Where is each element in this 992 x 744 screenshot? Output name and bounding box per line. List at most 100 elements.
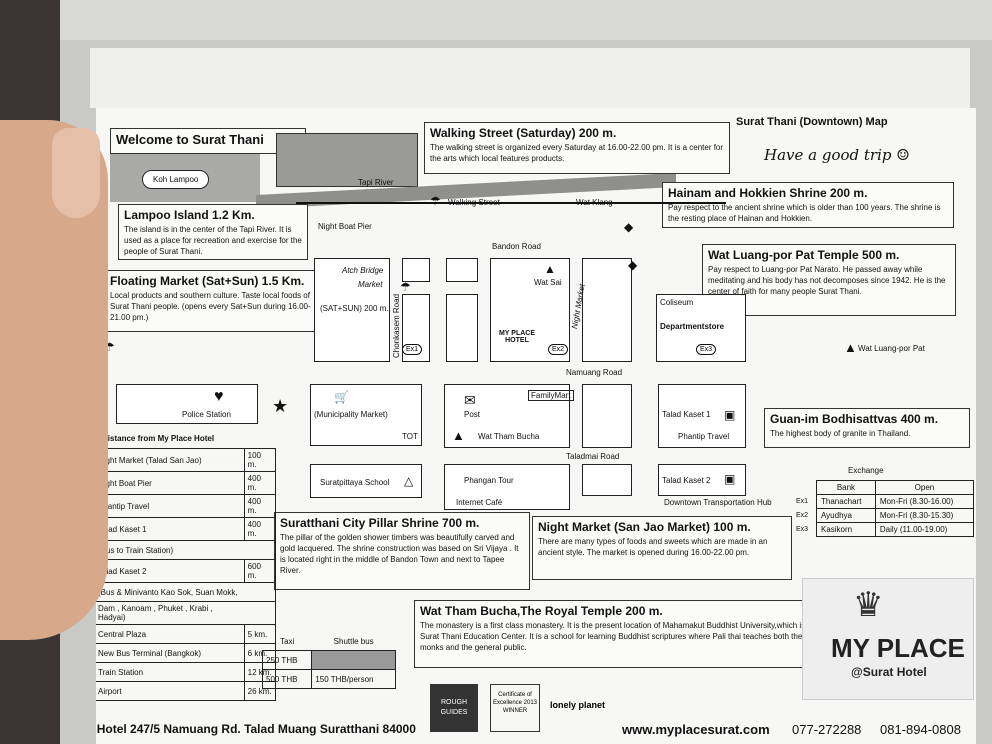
market-label: Market: [358, 280, 383, 289]
dept-store-label: Departmentstore: [660, 322, 725, 331]
map-block: [658, 464, 746, 496]
map-sheet: Welcome to Surat Thani Surat Thani (Down…: [96, 108, 976, 744]
talad-kaset1-label: Talad Kaset 1: [662, 410, 711, 419]
map-block: [444, 384, 570, 448]
police-station-label: Police Station: [182, 410, 231, 419]
transfer-price-table: Taxi Shuttle bus 250 THB 500 THB 150 THB…: [261, 632, 396, 689]
wat-luangpor-label: Wat Luang-por Pat: [858, 344, 925, 353]
distance-place: Central Plaza: [96, 624, 245, 644]
distance-value: 400 m.: [243, 517, 277, 541]
watluang-text: Pay respect to Luang-por Pat Narato. He …: [708, 265, 946, 296]
river-illustration: [276, 133, 418, 187]
distance-value: 400 m.: [243, 471, 277, 495]
floating-market-box: Floating Market (Sat+Sun) 1.5 Km. Local …: [104, 270, 322, 332]
walking-street-label: Walking Street: [448, 198, 500, 207]
municipality-label: (Municipality Market): [314, 410, 388, 419]
exchange-code: Ex1: [796, 498, 809, 505]
distance-place: Night Market (Talad San Jao): [96, 448, 245, 472]
map-block: [446, 258, 478, 282]
distance-place: Talad Kaset 1: [96, 517, 245, 541]
ex2-marker: Ex2: [548, 344, 569, 355]
taxi-train-price: 250 THB: [261, 650, 313, 670]
distance-row: Dam , Kanoam , Phuket , Krabi , Hadyai): [96, 601, 277, 625]
shopping-cart-icon: 🛒: [334, 390, 349, 404]
hotel-map-marker: MY PLACE HOTEL: [498, 330, 536, 344]
shuttle-train-na: [311, 650, 396, 670]
exchange-bank: Thanachart: [815, 494, 876, 509]
umbrella-icon: ☂: [104, 340, 115, 354]
distance-row: Night Market (Talad San Jao)100 m.: [96, 448, 277, 472]
distance-place: Phantip Travel: [96, 494, 245, 518]
distance-value: [244, 601, 277, 625]
page-title: Welcome to Surat Thani: [116, 132, 264, 147]
guanim-box: Guan-im Bodhisattvas 400 m. The highest …: [764, 408, 970, 448]
walking-street-box: Walking Street (Saturday) 200 m. The wal…: [424, 122, 730, 174]
downtown-hub-label: Downtown Transportation Hub: [664, 498, 772, 507]
guanim-title: Guan-im Bodhisattvas 400 m.: [770, 412, 939, 426]
handwritten-note: Have a good trip ☺: [764, 146, 910, 164]
exchange-header-cell: Bank: [815, 480, 876, 495]
exchange-code: Ex2: [796, 512, 809, 519]
night-boat-pier-label: Night Boat Pier: [318, 222, 372, 231]
chonkasem-road-label: Chonkasem Road: [392, 293, 401, 358]
ex1-marker: Ex1: [402, 344, 423, 355]
map-block: [116, 384, 258, 424]
bus-icon: ▣: [724, 472, 736, 486]
satsun-label: (SAT+SUN) 200 m.: [320, 304, 389, 313]
shuttle-header: Shuttle bus: [333, 636, 374, 646]
post-label: Post: [464, 410, 481, 419]
river-label: Tapi River: [358, 178, 394, 187]
temple-icon: ▲: [544, 262, 556, 276]
distance-value: 600 m.: [243, 559, 277, 583]
umbrella-icon: ☂: [400, 280, 411, 294]
page-title-box: Welcome to Surat Thani: [110, 128, 306, 154]
exchange-bank: Kasikorn: [815, 522, 876, 537]
exchange-heading: Exchange: [848, 466, 884, 475]
hainam-text: Pay respect to the ancient shrine which …: [668, 203, 941, 223]
map-block: [582, 258, 632, 362]
certificate-badge: Certificate of Excellence 2013 WINNER: [490, 684, 540, 732]
distance-value: [244, 540, 277, 560]
distance-row: New Bus Terminal (Bangkok)6 km.: [96, 643, 277, 663]
exchange-header-cell: [792, 481, 816, 495]
hotel-logo-sub: @Surat Hotel: [851, 665, 927, 679]
lampoo-title: Lampoo Island 1.2 Km.: [124, 208, 255, 222]
thumb: [52, 128, 100, 218]
night-market-box: Night Market (San Jao Market) 100 m. The…: [532, 516, 792, 580]
distance-place: Night Boat Pier: [96, 471, 245, 495]
shrine-icon: ◆: [628, 258, 638, 272]
distance-table: Night Market (Talad San Jao)100 m.Night …: [96, 448, 277, 701]
distance-value: [244, 582, 277, 602]
namuang-road-label: Namuang Road: [566, 368, 623, 377]
exchange-header-cell: Open: [874, 480, 975, 495]
wat-tham-bucha-label: Wat Tham Bucha: [478, 432, 540, 441]
island-label: Koh Lampoo: [142, 170, 210, 189]
map-block: [658, 384, 746, 448]
taladmai-road-label: Taladmai Road: [566, 452, 620, 461]
hotel-logo-main: MY PLACE: [831, 633, 965, 663]
map-block: [402, 258, 430, 282]
shrine-icon: ◆: [624, 220, 634, 234]
distance-place: Dam , Kanoam , Phuket , Krabi , Hadyai): [96, 601, 245, 625]
shuttle-airport-price: 150 THB/person: [311, 669, 396, 689]
map-block: [446, 294, 478, 362]
map-block: [314, 258, 390, 362]
distance-place: Airport: [96, 681, 245, 701]
floating-text: Local products and southern culture. Tas…: [110, 291, 311, 322]
distance-heading: Distance from My Place Hotel: [102, 434, 215, 443]
temple-icon: ▲: [452, 428, 465, 443]
lampoo-text: The island is in the center of the Tapi …: [124, 225, 302, 256]
walking-text: The walking street is organized every Sa…: [430, 143, 724, 163]
map-block: [310, 384, 422, 446]
phangan-tour-label: Phangan Tour: [464, 476, 514, 485]
guanim-text: The highest body of granite in Thailand.: [770, 429, 911, 438]
footer-address: My Place Hotel 247/5 Namuang Rd. Talad M…: [96, 722, 416, 736]
pillar-title: Suratthani City Pillar Shrine 700 m.: [280, 516, 480, 530]
